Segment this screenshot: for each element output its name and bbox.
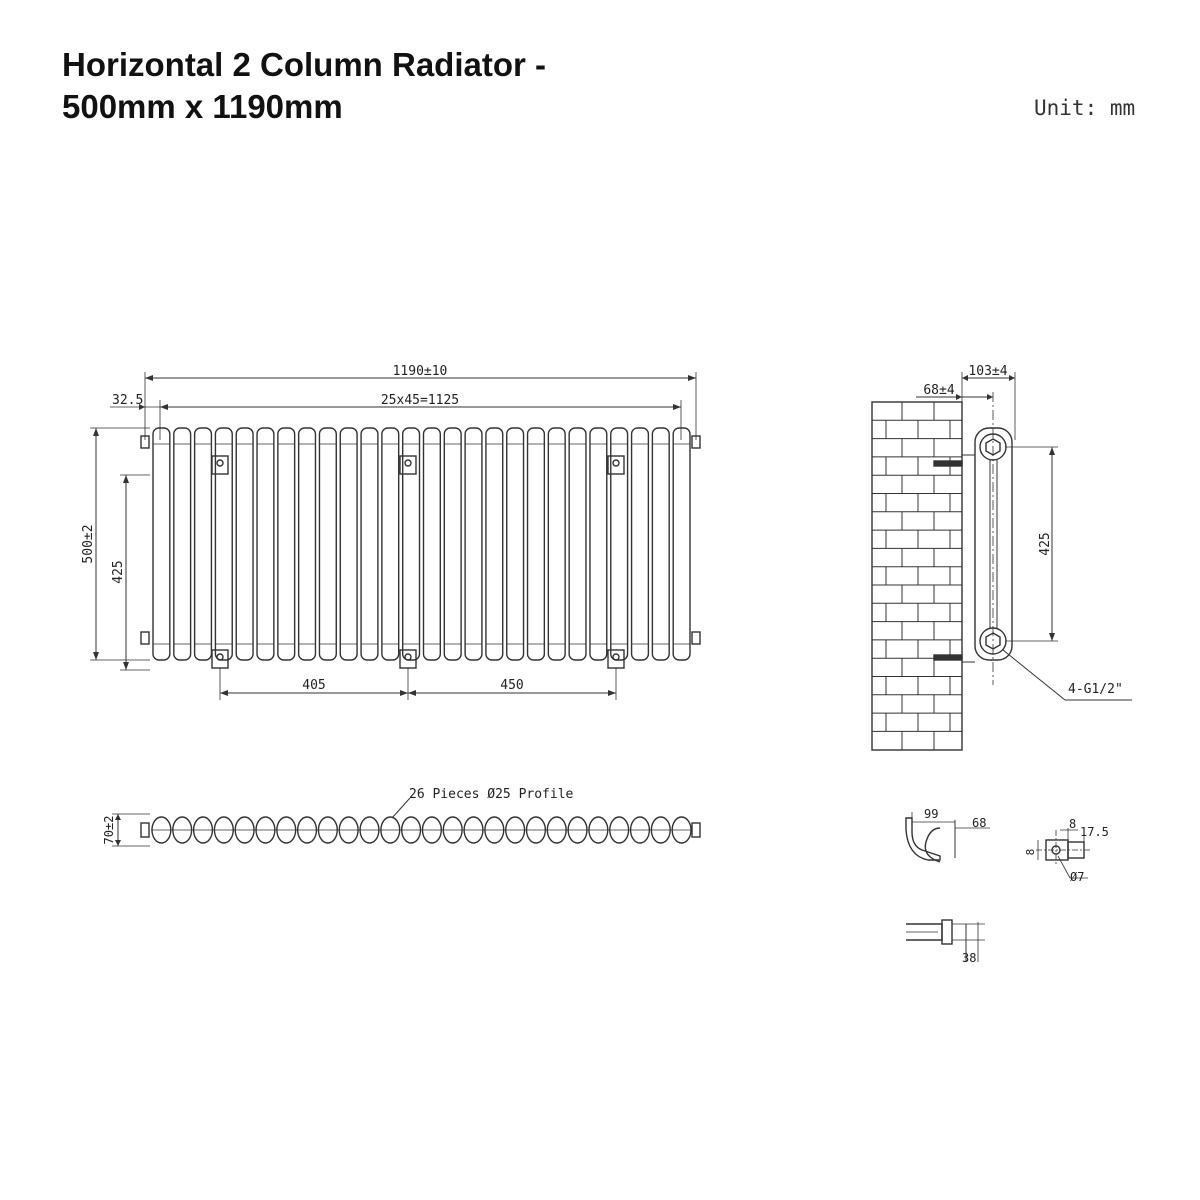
- bracket-gap-2-dim: 450: [500, 678, 523, 693]
- radiator-section: [360, 427, 379, 661]
- radiator-side-body: [974, 427, 1013, 661]
- radiator-section: [422, 427, 442, 661]
- top-depth-dim: 70±2: [102, 816, 116, 845]
- top-wall-bracket: [933, 460, 963, 467]
- radiator-section: [568, 427, 587, 661]
- radiator-section: [277, 427, 296, 661]
- title-line-2: 500mm x 1190mm: [62, 88, 343, 125]
- bracket-dim-c: 38: [962, 951, 976, 965]
- bracket-dim-d: 8: [1069, 817, 1076, 831]
- bracket-dim-e: 17.5: [1080, 825, 1109, 839]
- wall-outline: [871, 401, 963, 751]
- radiator-section: [401, 427, 421, 661]
- radiator-sections: [152, 427, 691, 661]
- radiator-section: [589, 427, 608, 661]
- title-line-1: Horizontal 2 Column Radiator -: [62, 46, 547, 83]
- front-view: 1190±10 25x45=1125 32.5 500±2 425 405 45…: [81, 364, 701, 700]
- left-offset-dim: 32.5: [112, 393, 143, 408]
- radiator-section: [485, 427, 504, 661]
- overall-width-dim: 1190±10: [393, 364, 448, 379]
- radiator-section: [193, 427, 213, 661]
- radiator-section: [464, 427, 483, 661]
- radiator-section: [526, 427, 546, 661]
- total-depth-dim: 103±4: [968, 364, 1007, 379]
- wall-offset-dim: 68±4: [923, 383, 954, 398]
- side-view: 103±4 68±4 425 4-G1/2": [871, 364, 1132, 751]
- pitch-span-dim: 25x45=1125: [381, 393, 459, 408]
- top-brackets: [211, 455, 625, 475]
- radiator-section: [318, 427, 337, 661]
- bracket-dim-g: Ø7: [1070, 870, 1084, 884]
- bottom-wall-bracket: [933, 654, 963, 661]
- bracket-detail-clip: 8 17.5 8 Ø7: [1024, 817, 1109, 884]
- radiator-section: [173, 427, 192, 661]
- height-dim: 500±2: [81, 524, 96, 563]
- bracket-dim-b: 68: [972, 816, 986, 830]
- bracket-gap-1-dim: 405: [302, 678, 325, 693]
- radiator-section: [651, 427, 670, 661]
- top-view-sections: [151, 816, 692, 844]
- radiator-section: [443, 427, 462, 661]
- unit-label: Unit: mm: [1034, 96, 1136, 120]
- bracket-dim-a: 99: [924, 807, 938, 821]
- page-title: Horizontal 2 Column Radiator - 500mm x 1…: [62, 44, 546, 128]
- radiator-section: [610, 427, 629, 661]
- bracket-dim-f: 8: [1024, 849, 1037, 856]
- profile-note: 26 Pieces Ø25 Profile: [409, 787, 574, 802]
- radiator-section: [506, 427, 525, 661]
- radiator-section: [297, 427, 317, 661]
- side-pipe-centres-dim: 425: [1038, 532, 1053, 555]
- radiator-section: [381, 427, 400, 661]
- front-pipe-centres-dim: 425: [111, 560, 126, 583]
- radiator-section: [235, 427, 254, 661]
- bracket-detail-top: 38: [906, 919, 985, 965]
- radiator-section: [630, 427, 650, 661]
- connections-label: 4-G1/2": [1068, 682, 1123, 697]
- brick-wall: [871, 401, 963, 751]
- left-bottom-plug: [140, 631, 150, 645]
- right-bottom-plug: [691, 631, 701, 645]
- radiator-section: [152, 427, 171, 661]
- radiator-section: [547, 427, 566, 661]
- radiator-section: [256, 427, 275, 661]
- radiator-section: [214, 427, 233, 661]
- top-view: 70±2 26 Pieces Ø25 Profile: [102, 787, 701, 847]
- radiator-section: [672, 427, 691, 661]
- radiator-section: [339, 427, 358, 661]
- bracket-detail-side: 99 68: [905, 807, 990, 863]
